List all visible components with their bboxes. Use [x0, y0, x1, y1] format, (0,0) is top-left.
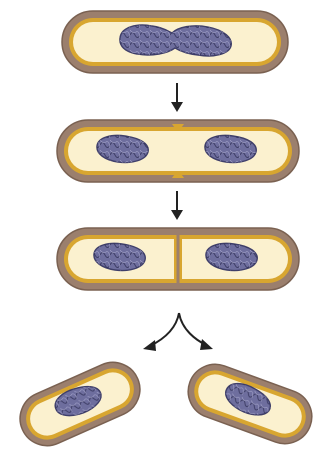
arrow-down-icon	[171, 83, 183, 112]
arrow-down-icon	[171, 191, 183, 220]
split-arrow-icon	[143, 313, 213, 351]
daughter-cell-left	[11, 354, 148, 450]
stage-2-cell	[57, 120, 299, 182]
stage-3-cell	[57, 228, 299, 290]
stage-1-cell	[62, 11, 288, 73]
daughter-cell-right	[181, 357, 320, 450]
